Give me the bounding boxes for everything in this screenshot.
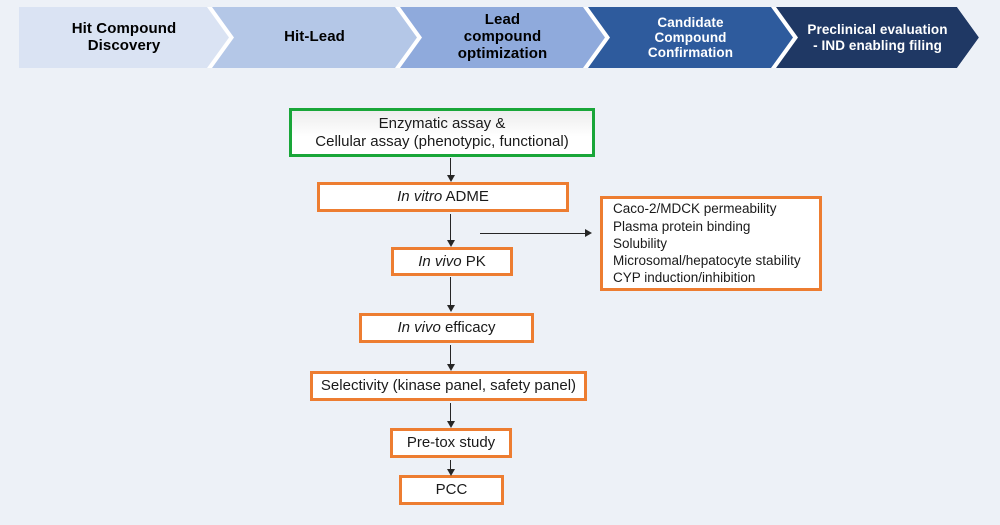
stage-label: Candidate Compound Confirmation [647,14,734,61]
panel-item: CYP induction/inhibition [613,270,756,286]
arrow-enzymatic-to-adme [446,158,455,182]
arrow-selectivity-to-pretox [446,403,455,428]
arrow-pk-to-efficacy [446,277,455,312]
stage-label: Hit Compound Discovery [71,19,177,54]
flow-node-in-vitro-adme: In vitro ADME [317,182,569,212]
node-label: In vivo efficacy [397,319,496,337]
arrow-efficacy-to-selectivity [446,345,455,371]
arrow-adme-to-pk [446,214,455,247]
adme-detail-panel: Caco-2/MDCK permeability Plasma protein … [600,196,822,291]
stage-preclinical-evaluation: Preclinical evaluation - IND enabling fi… [776,7,979,68]
flow-node-pcc: PCC [399,475,504,505]
flow-node-pretox-study: Pre-tox study [390,428,512,458]
stage-label: Lead compound optimization [457,11,548,62]
flow-node-selectivity: Selectivity (kinase panel, safety panel) [310,371,587,401]
panel-item: Solubility [613,235,668,251]
node-label-line: Cellular assay (phenotypic, functional) [315,132,569,150]
panel-item: Microsomal/hepatocyte stability [613,253,801,269]
panel-item: Plasma protein binding [613,218,751,234]
panel-item: Caco-2/MDCK permeability [613,201,777,217]
arrow-pretox-to-pcc [446,460,455,476]
arrow-to-adme-detail-panel [480,229,592,238]
flow-node-in-vivo-efficacy: In vivo efficacy [359,313,534,343]
node-label: PCC [435,481,468,499]
node-label: Selectivity (kinase panel, safety panel) [320,377,577,395]
node-label: In vitro ADME [397,188,489,206]
node-label: In vivo PK [418,252,486,270]
flow-node-in-vivo-pk: In vivo PK [391,247,513,276]
flow-node-enzymatic-cellular-assay: Enzymatic assay & Cellular assay (phenot… [289,108,595,157]
node-label-line: Enzymatic assay & [378,114,506,132]
pipeline-stage-bar: Hit Compound Discovery Hit-Lead Lead com… [19,7,979,68]
stage-label: Hit-Lead [284,28,345,46]
stage-hit-lead: Hit-Lead [212,7,417,68]
stage-label: Preclinical evaluation - IND enabling fi… [807,22,948,53]
node-label: Pre-tox study [406,434,496,452]
stage-candidate-compound-confirmation: Candidate Compound Confirmation [588,7,793,68]
stage-lead-compound-optimization: Lead compound optimization [400,7,605,68]
stage-hit-compound-discovery: Hit Compound Discovery [19,7,229,68]
